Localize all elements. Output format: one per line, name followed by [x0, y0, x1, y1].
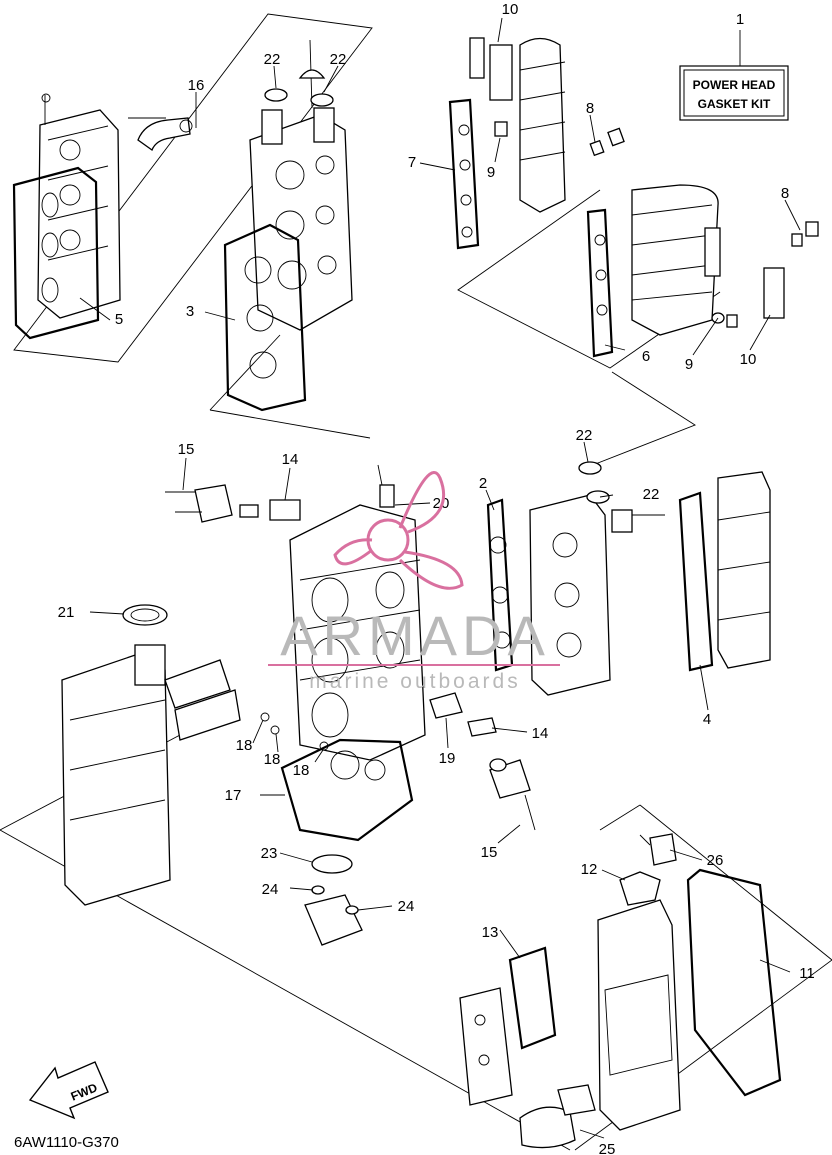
callout-21: 21: [58, 604, 75, 621]
callout-1: 1: [736, 11, 744, 28]
cylinder-head-port: [249, 39, 353, 331]
watermark-brand: ARMADA: [280, 604, 550, 667]
callout-9-upper: 9: [487, 164, 495, 181]
callout-7: 7: [408, 154, 416, 171]
oil-strainer-24: [304, 885, 363, 946]
cylinder-block: [289, 504, 426, 761]
watermark: ARMADA marine outboards: [268, 471, 560, 693]
thermostat-assy-15-14-lower: [467, 717, 536, 831]
callout-22-b: 22: [330, 51, 347, 68]
callout-13: 13: [482, 924, 499, 941]
gasket-13: [508, 946, 557, 1050]
cylinder-head-cover-stbd: [37, 93, 121, 319]
cover-11-gasket: [686, 868, 782, 1097]
callout-22-c: 22: [576, 427, 593, 444]
plug-and-gasket-8-9-lower: [711, 221, 819, 328]
kit-box-line2: GASKET KIT: [698, 97, 771, 111]
callout-18-b: 18: [264, 751, 281, 768]
cover-gasket-5: [12, 166, 100, 340]
callout-numbers: 1 2 3 4 5 6 7 8 8 9 9 10 10 11 12 13 14 …: [58, 1, 815, 1155]
head-cover-gasket-4: [678, 491, 714, 672]
callout-10-upper: 10: [502, 1, 519, 18]
o-ring-23: [311, 854, 353, 874]
callout-15-lower: 15: [481, 844, 498, 861]
thermostat-elbow-16: [128, 117, 193, 152]
anode-19: [429, 692, 463, 719]
fwd-arrow-icon: FWD: [28, 1061, 109, 1120]
starter-25: [519, 1084, 596, 1149]
exhaust-cover-lower: [631, 184, 785, 336]
callout-12: 12: [581, 861, 598, 878]
callout-19: 19: [439, 750, 456, 767]
callout-14-lower: 14: [532, 725, 549, 742]
callout-18-c: 18: [293, 762, 310, 779]
exhaust-cover-upper: [469, 37, 566, 213]
plug-and-gasket-8-9-upper: [494, 121, 625, 157]
callout-3: 3: [186, 303, 194, 320]
plate-12: [619, 871, 661, 906]
callout-22-d: 22: [643, 486, 660, 503]
callout-11: 11: [799, 965, 815, 982]
callout-8-upper: 8: [586, 100, 594, 117]
callout-17: 17: [225, 787, 242, 804]
diagram-code: 6AW1110-G370: [14, 1134, 119, 1151]
propeller-logo-icon: [333, 471, 464, 590]
callout-24-a: 24: [262, 881, 279, 898]
callout-26: 26: [707, 852, 724, 869]
cylinder-head-stbd: [529, 494, 665, 696]
callout-6: 6: [642, 348, 650, 365]
sensor-20: [377, 464, 395, 508]
o-rings-18: [260, 712, 329, 751]
callout-24-b: 24: [398, 898, 415, 915]
crankcase-21: [61, 604, 241, 906]
exhaust-gasket-7: [448, 98, 480, 250]
thermostat-assy-15-14-upper: [165, 484, 301, 523]
gasket-17: [280, 738, 414, 842]
callout-22-a: 22: [264, 51, 281, 68]
callout-23: 23: [261, 845, 278, 862]
callout-16: 16: [188, 77, 205, 94]
callout-14-upper: 14: [282, 451, 299, 468]
oil-seal-22-top: [264, 69, 334, 107]
watermark-tagline: marine outboards: [309, 670, 520, 693]
kit-box: POWER HEAD GASKET KIT: [679, 30, 789, 121]
callout-15-upper: 15: [178, 441, 195, 458]
callout-10-lower: 10: [740, 351, 757, 368]
plate-13-rear: [459, 987, 513, 1106]
callout-18-a: 18: [236, 737, 253, 754]
oil-seal-22-right: [578, 461, 610, 504]
head-cover-port: [717, 471, 771, 669]
callout-5: 5: [115, 311, 123, 328]
kit-box-line1: POWER HEAD: [693, 78, 776, 92]
head-gasket-3: [223, 223, 307, 412]
exhaust-gasket-6: [586, 208, 614, 358]
callout-2: 2: [479, 475, 487, 492]
callout-8-lower: 8: [781, 185, 789, 202]
callout-25: 25: [599, 1141, 616, 1155]
callout-4: 4: [703, 711, 711, 728]
exhaust-guide: [597, 899, 681, 1131]
sensor-26: [639, 833, 677, 866]
leader-lines: [79, 17, 801, 1139]
callout-9-lower: 9: [685, 356, 693, 373]
